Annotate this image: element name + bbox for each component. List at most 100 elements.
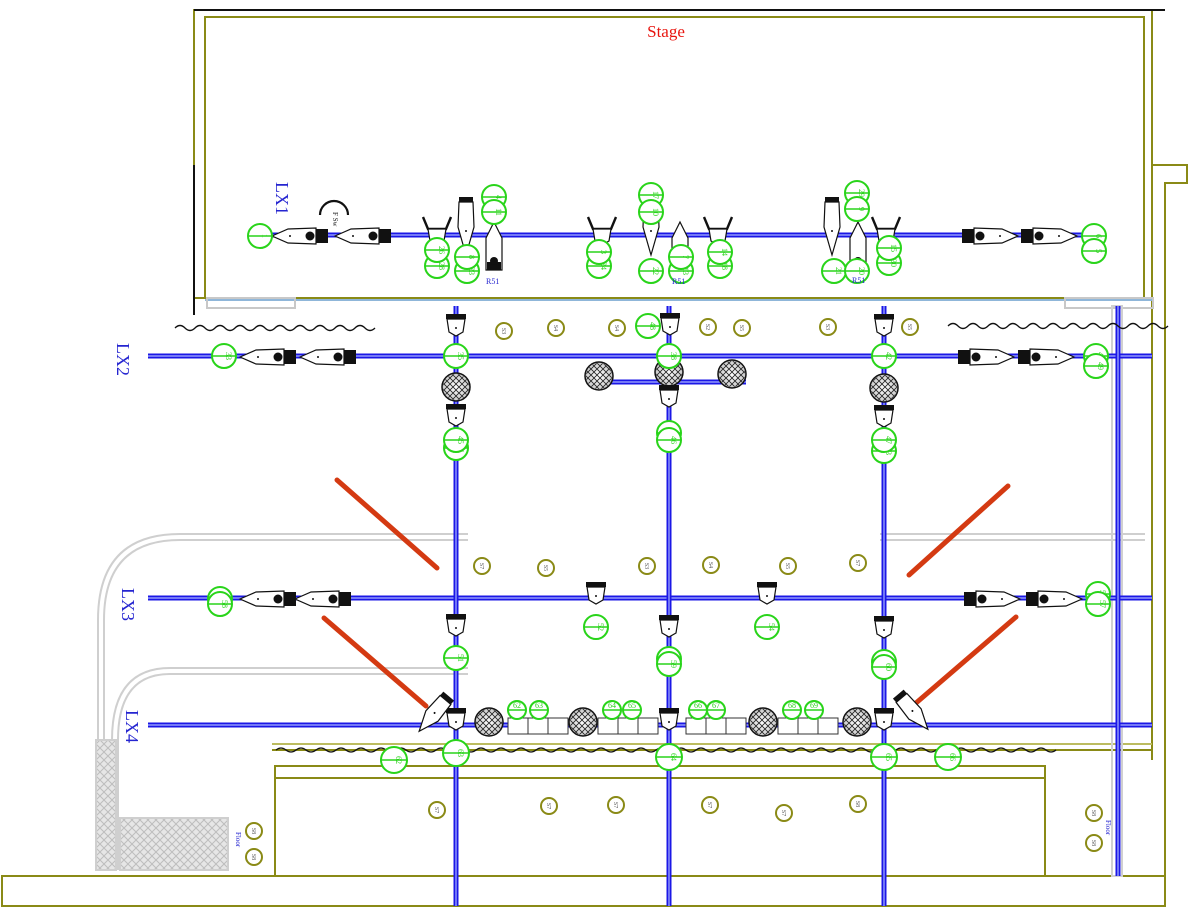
- electric-label-lx4: LX4: [122, 710, 142, 743]
- channel-lx2-33[interactable]: 33: [211, 343, 237, 369]
- channel-front-4[interactable]: 66: [934, 743, 962, 771]
- lx3-par-3: [446, 614, 466, 637]
- channel-lx2-47[interactable]: 47: [871, 427, 897, 453]
- circuit-front_row-4: S7: [775, 804, 793, 822]
- channel-lx1-1[interactable]: 1: [247, 223, 273, 249]
- lx2-par-6: [874, 405, 894, 428]
- lx4-strip-4: [777, 717, 839, 735]
- electric-label-lx3: LX3: [118, 588, 138, 621]
- lx2-par-1: [446, 314, 466, 337]
- channel-front-2[interactable]: 64: [655, 743, 683, 771]
- lx4-strip-3: [685, 717, 747, 735]
- channel-lx1-9[interactable]: 9: [844, 196, 870, 222]
- channel-front-1[interactable]: 63: [442, 739, 470, 767]
- circuit-lx2_row-0: S3: [495, 322, 513, 340]
- lx4-gobo-2: [568, 707, 598, 737]
- svg-text:29: 29: [857, 189, 866, 197]
- lx4-leko-right: [892, 689, 929, 731]
- svg-text:28: 28: [437, 262, 446, 270]
- lx3-par-2: [757, 582, 777, 605]
- svg-text:23: 23: [467, 267, 476, 275]
- channel-lx3-60[interactable]: 60: [871, 654, 897, 680]
- channel-lx4-66[interactable]: 66: [688, 700, 708, 720]
- lx1-leko-2: [333, 227, 391, 245]
- lx1-spot-1: [485, 220, 503, 271]
- channel-lx2-46[interactable]: 46: [656, 427, 682, 453]
- svg-text:S7: S7: [612, 802, 618, 808]
- svg-text:S4: S4: [552, 325, 558, 331]
- channel-lx1-5[interactable]: 5: [1081, 238, 1107, 264]
- svg-text:54: 54: [767, 623, 776, 631]
- svg-text:S4: S4: [613, 325, 619, 331]
- channel-front-3[interactable]: 65: [870, 743, 898, 771]
- svg-text:49: 49: [1096, 362, 1105, 370]
- channel-lx2-48[interactable]: 48: [635, 313, 661, 339]
- stage-title: Stage: [647, 22, 685, 41]
- svg-text:64: 64: [669, 753, 678, 761]
- lx2-leko-2: [298, 348, 356, 366]
- channel-lx4-62[interactable]: 62: [507, 700, 527, 720]
- fixture-tag-r51-b: R51: [672, 277, 685, 286]
- channel-lx4-69[interactable]: 69: [804, 700, 824, 720]
- circuit-lx2_row-6: S5: [901, 318, 919, 336]
- svg-text:S7: S7: [478, 563, 484, 569]
- lx3-par-5: [874, 616, 894, 639]
- channel-lx1-26[interactable]: 26: [424, 237, 450, 263]
- circuit-lx2_row-1: S4: [547, 319, 565, 337]
- lx2-leko-3: [958, 348, 1016, 366]
- circuit-lx2_row-2: S4: [608, 319, 626, 337]
- svg-text:1: 1: [260, 234, 269, 238]
- channel-front-0[interactable]: 62: [380, 746, 408, 774]
- channel-lx1-10[interactable]: 10: [638, 199, 664, 225]
- channel-lx1-14[interactable]: 14: [707, 239, 733, 265]
- lx2-par-3: [874, 314, 894, 337]
- channel-lx1-8[interactable]: 8: [454, 244, 480, 270]
- channel-lx2-45[interactable]: 45: [443, 427, 469, 453]
- svg-text:S5: S5: [738, 325, 744, 331]
- svg-text:62: 62: [513, 701, 521, 710]
- channel-lx4-63[interactable]: 63: [529, 700, 549, 720]
- channel-lx3-58[interactable]: 58: [207, 591, 233, 617]
- svg-text:47: 47: [884, 436, 893, 444]
- lx3-leko-4: [1026, 590, 1084, 608]
- channel-lx1-22[interactable]: 22: [638, 258, 664, 284]
- channel-lx4-68[interactable]: 68: [782, 700, 802, 720]
- svg-text:13: 13: [681, 267, 690, 275]
- channel-lx3-57[interactable]: 57: [1085, 591, 1111, 617]
- svg-text:42: 42: [884, 352, 893, 360]
- channel-lx1-3[interactable]: 3: [586, 239, 612, 265]
- svg-text:59: 59: [669, 660, 678, 668]
- channel-lx2-38[interactable]: 38: [656, 343, 682, 369]
- lx2-leko-1: [238, 348, 296, 366]
- lx1-profile-1: [457, 197, 475, 258]
- channel-lx4-65[interactable]: 65: [622, 700, 642, 720]
- lx2-gobo-2: [584, 361, 614, 391]
- svg-text:S7: S7: [780, 810, 786, 816]
- channel-lx3-59[interactable]: 59: [656, 651, 682, 677]
- svg-text:58: 58: [220, 600, 229, 608]
- side-rails: [95, 305, 1145, 877]
- channel-lx3-51[interactable]: 51: [443, 645, 469, 671]
- lx2-par-2: [660, 313, 680, 336]
- channel-lx1-21[interactable]: 21: [821, 258, 847, 284]
- channel-lx2-42[interactable]: 42: [871, 343, 897, 369]
- channel-lx1-20[interactable]: 20: [844, 258, 870, 284]
- circuit-floor_left-0: S8: [245, 822, 263, 840]
- svg-text:8: 8: [467, 255, 476, 259]
- channel-lx4-64[interactable]: 64: [602, 700, 622, 720]
- channel-lx1-7[interactable]: 7: [668, 244, 694, 270]
- channel-lx4-67[interactable]: 67: [706, 700, 726, 720]
- channel-lx2-35[interactable]: 35: [443, 343, 469, 369]
- channel-lx1-11[interactable]: 11: [481, 199, 507, 225]
- circuit-lx3_row-5: S7: [849, 554, 867, 572]
- circuit-front_row-0: S7: [428, 801, 446, 819]
- channel-lx3-52[interactable]: 52: [583, 614, 609, 640]
- circuit-front_row-1: S7: [540, 797, 558, 815]
- channel-lx2-49[interactable]: 49: [1083, 353, 1109, 379]
- circuit-floor_right-1: S8: [1085, 834, 1103, 852]
- channel-lx3-54[interactable]: 54: [754, 614, 780, 640]
- curve-note: F Sw: [331, 212, 339, 228]
- svg-text:24: 24: [599, 262, 608, 270]
- svg-text:15: 15: [889, 244, 898, 252]
- channel-lx1-15[interactable]: 15: [876, 235, 902, 261]
